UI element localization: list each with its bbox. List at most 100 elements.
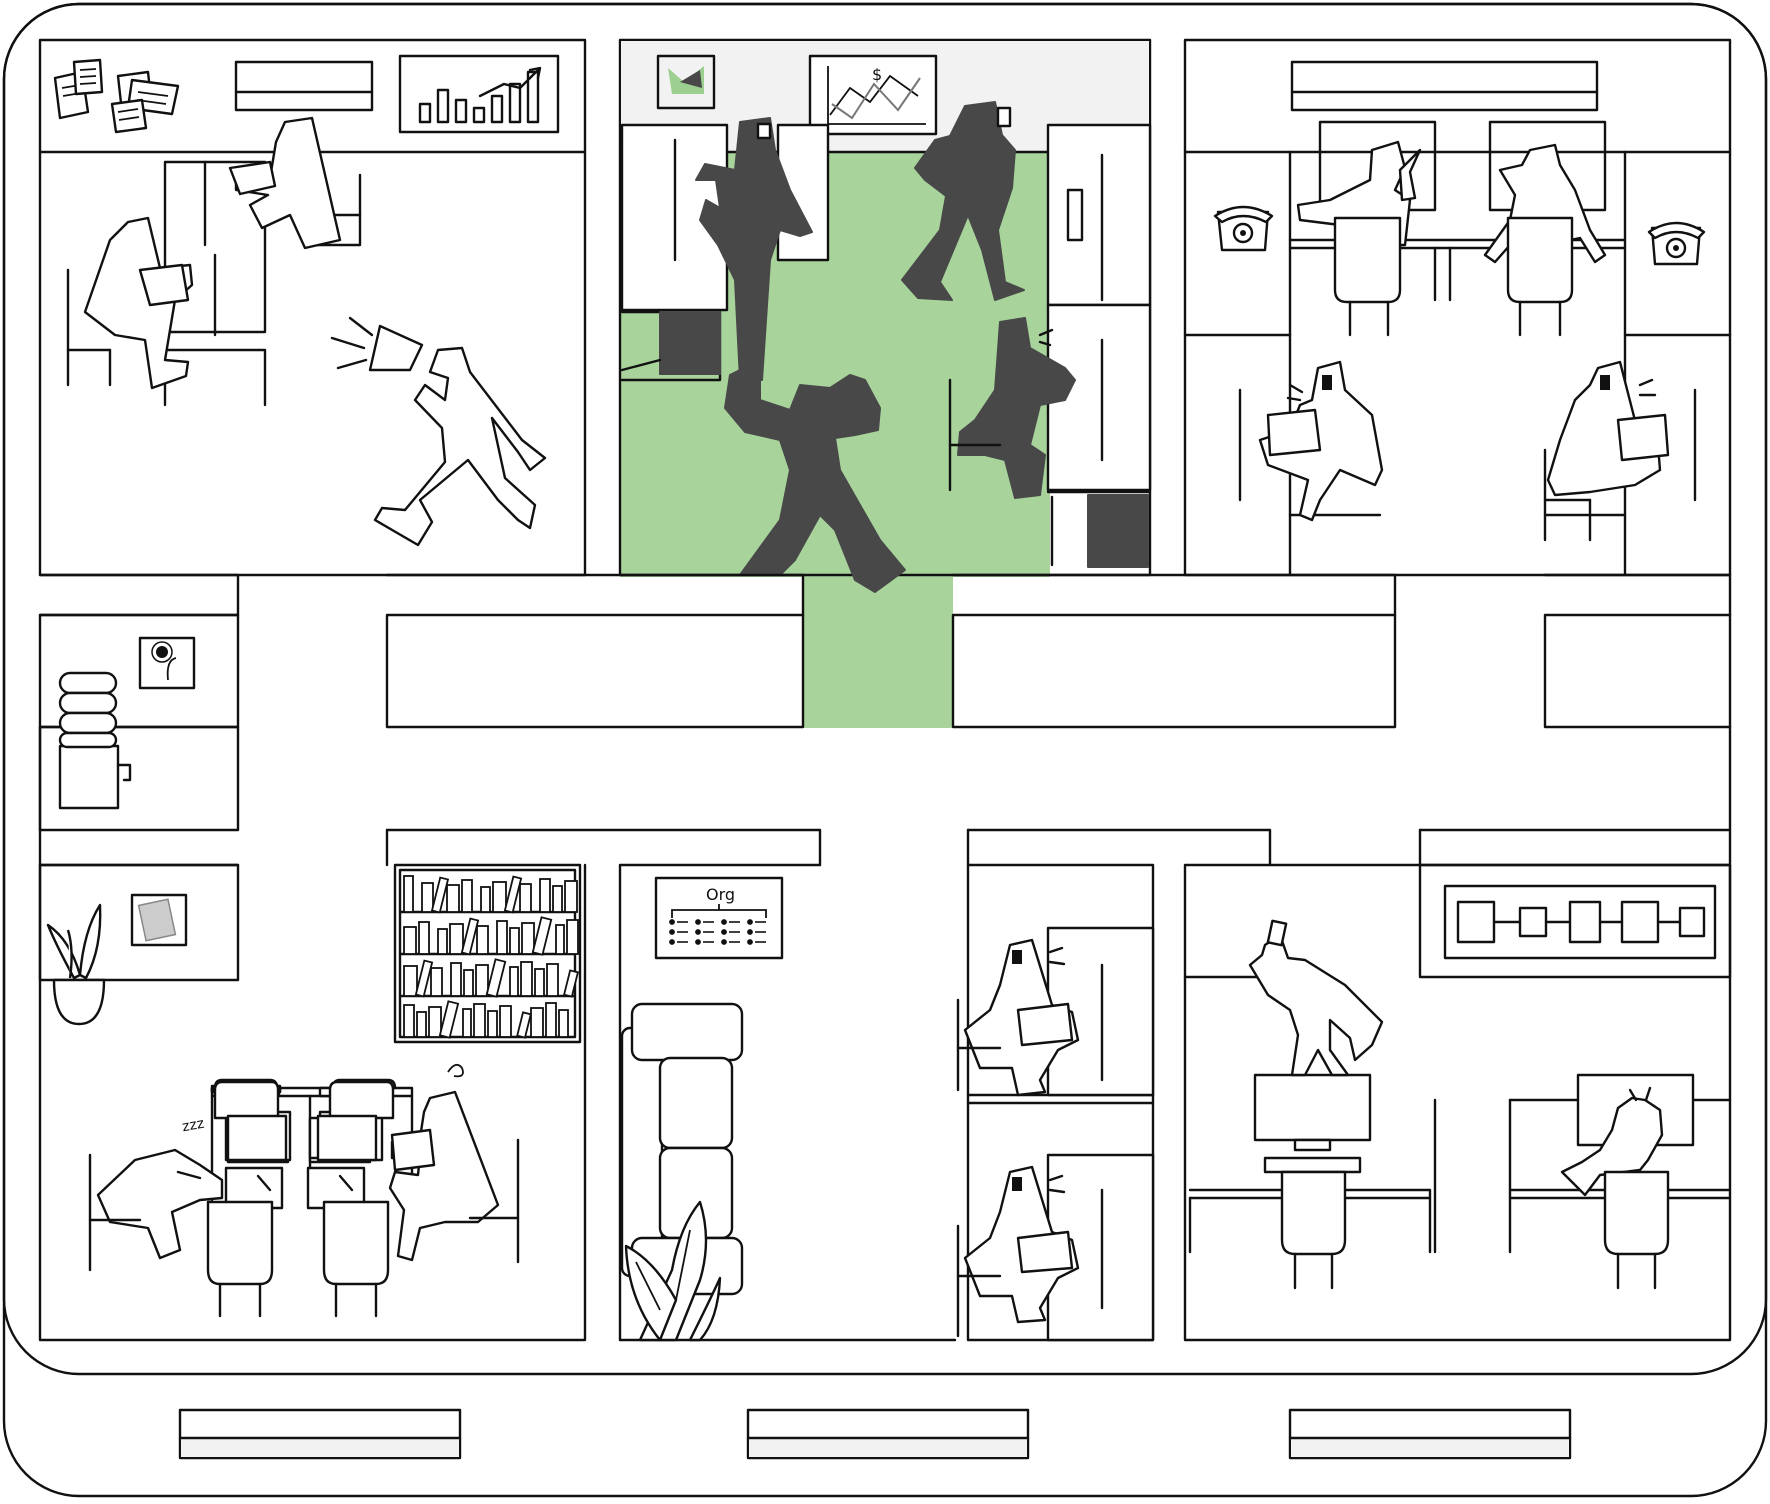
book	[545, 1002, 557, 1038]
book	[462, 1008, 472, 1038]
person-shouting	[956, 938, 1080, 1097]
person-sleeping	[96, 1148, 224, 1260]
sticky-notes-icon	[53, 58, 180, 134]
book	[530, 1007, 544, 1038]
person-shouting	[957, 317, 1076, 499]
logo-icon	[656, 54, 716, 110]
book	[492, 881, 507, 913]
room-top-right	[1183, 38, 1732, 577]
room-bottom-left: zzz	[38, 828, 822, 1342]
org-node	[669, 929, 675, 935]
bookshelf-icon	[393, 863, 582, 1044]
org-node	[695, 939, 701, 945]
sleep-label: zzz	[181, 1116, 205, 1136]
book	[564, 880, 578, 913]
org-node	[669, 939, 675, 945]
book	[516, 1011, 532, 1039]
person-typing-group	[388, 1090, 500, 1262]
person-with-megaphone	[330, 316, 547, 547]
book	[563, 969, 579, 998]
org-node	[695, 929, 701, 935]
book	[539, 878, 551, 913]
book	[449, 923, 464, 955]
potted-plant-icon	[624, 1200, 722, 1342]
water-cooler-icon	[58, 671, 132, 810]
potted-plant-icon	[46, 903, 106, 1026]
computer-monitor-icon	[1253, 1073, 1372, 1174]
book	[531, 916, 553, 956]
book	[416, 1011, 427, 1038]
book	[403, 1004, 415, 1038]
chair	[206, 1200, 274, 1318]
person-on-phone-standing	[901, 101, 1025, 301]
book	[558, 1009, 569, 1038]
book	[438, 1000, 460, 1039]
book	[418, 921, 430, 955]
book	[403, 965, 418, 997]
person-flexing	[724, 359, 906, 593]
room-bottom-right	[1183, 828, 1732, 1342]
picture-icon	[130, 893, 188, 947]
book	[555, 924, 565, 955]
book	[430, 876, 450, 914]
book	[480, 886, 491, 913]
exterior-windows	[178, 1408, 1572, 1460]
book	[414, 959, 434, 998]
book	[428, 1006, 442, 1038]
org-node	[669, 919, 675, 925]
org-node	[747, 929, 753, 935]
book	[509, 927, 520, 955]
room-lounge: Org	[618, 863, 957, 1342]
book	[430, 967, 443, 997]
book	[521, 922, 535, 955]
book	[475, 964, 489, 997]
org-node	[721, 919, 727, 925]
room-bottom-center-right	[956, 828, 1272, 1342]
book	[519, 883, 532, 913]
book	[460, 917, 480, 956]
book	[461, 879, 473, 913]
bar-chart-icon	[398, 54, 560, 134]
room-top-left	[38, 38, 587, 577]
person-on-phone	[1248, 933, 1384, 1077]
org-node	[721, 939, 727, 945]
book	[499, 1005, 512, 1038]
book	[463, 969, 474, 997]
room-top-center: $	[618, 38, 1152, 593]
book	[566, 919, 579, 955]
book	[534, 968, 545, 997]
org-node	[695, 919, 701, 925]
person-filing	[695, 117, 813, 381]
book	[446, 884, 460, 913]
book	[485, 958, 507, 998]
book	[552, 885, 563, 913]
org-node	[747, 919, 753, 925]
org-node	[747, 939, 753, 945]
book	[403, 875, 414, 913]
book	[437, 928, 448, 955]
book	[503, 875, 523, 914]
org-node	[721, 929, 727, 935]
chair	[1506, 216, 1574, 337]
process-flow-icon	[1443, 884, 1717, 960]
chair	[322, 1200, 390, 1318]
chair	[1333, 216, 1402, 337]
book	[520, 961, 533, 997]
telephone-icon	[1647, 221, 1706, 266]
book	[546, 963, 559, 997]
org-chart-icon: Org	[654, 876, 784, 960]
book	[421, 882, 434, 913]
flower-picture-icon	[138, 636, 196, 690]
person-shouting	[956, 1165, 1080, 1338]
chair	[1280, 1170, 1347, 1290]
dollar-label: $	[872, 65, 882, 84]
book	[487, 1010, 498, 1038]
book	[403, 926, 417, 955]
book	[509, 966, 519, 997]
chair	[1603, 1170, 1670, 1290]
org-label: Org	[706, 885, 735, 904]
book	[473, 1003, 486, 1038]
